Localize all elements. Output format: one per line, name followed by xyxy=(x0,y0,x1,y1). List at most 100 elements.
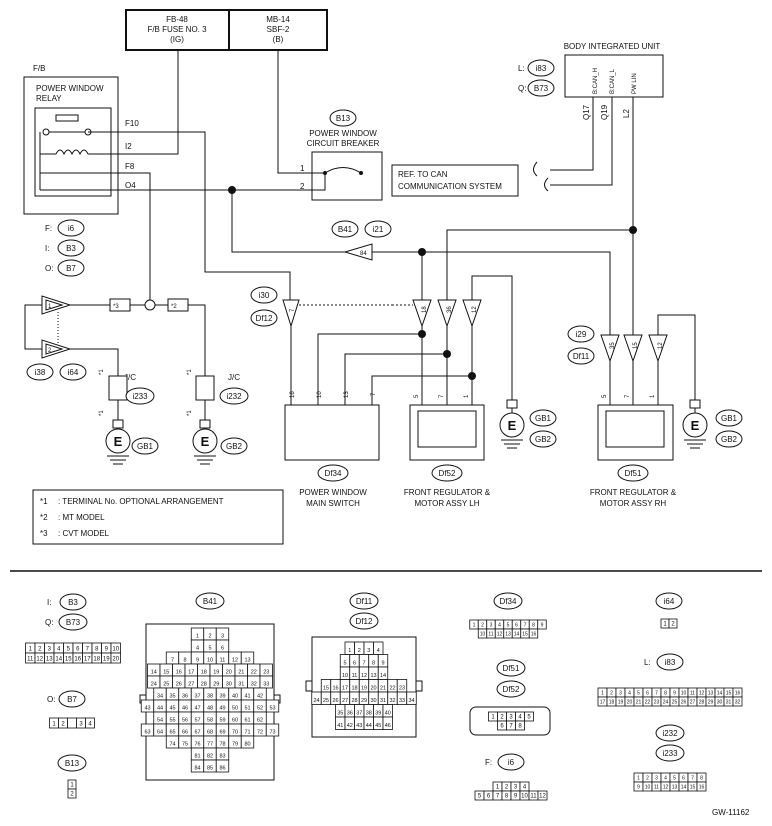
connector-pin-label: 1 xyxy=(70,783,74,789)
connector-pin-label: 33 xyxy=(399,698,405,704)
connector-pin-label: 34 xyxy=(157,694,163,700)
connector-pin-label: 26 xyxy=(332,698,338,704)
connector-pin-label: 2 xyxy=(61,722,65,728)
connector-pin-label: 12 xyxy=(361,673,367,679)
connector-pin-label: 43 xyxy=(144,706,150,712)
connector-pin-label: 18 xyxy=(351,686,357,692)
connector-b41-i21: B41 i21 84 xyxy=(331,220,392,261)
connector-pin-label: 15 xyxy=(323,686,329,692)
connector-pin-label: 5 xyxy=(67,647,71,653)
connector-pin-label: 81 xyxy=(194,754,200,760)
connector-pin-label: 4 xyxy=(498,623,501,629)
connector-pin-label: 14 xyxy=(55,657,62,663)
connector-pin-label: 28 xyxy=(201,682,207,688)
svg-text:10: 10 xyxy=(317,391,323,398)
svg-text:: CVT MODEL: : CVT MODEL xyxy=(58,529,110,538)
connector-pin-label: 20 xyxy=(627,700,633,706)
connector-pin-label: 10 xyxy=(681,691,687,697)
connector-pin-label: 7 xyxy=(655,691,658,697)
connector-pin-cell xyxy=(668,618,678,629)
svg-text:B:CAN_H: B:CAN_H xyxy=(593,68,599,94)
connector-pin-label: 17 xyxy=(188,670,194,676)
connector-pin-label: 16 xyxy=(735,691,741,697)
svg-text:L:: L: xyxy=(644,658,651,667)
svg-text:MAIN SWITCH: MAIN SWITCH xyxy=(306,499,360,508)
connector-pin-label: 56 xyxy=(182,718,188,724)
connector-pin-label: 19 xyxy=(361,686,367,692)
connector-pin-label: 4 xyxy=(57,647,61,653)
connector-pin-label: 78 xyxy=(219,742,225,748)
power-window-main-switch: 16 10 13 7 Df34 POWER WINDOW MAIN SWITCH xyxy=(284,391,380,508)
connector-pin-label: 1 xyxy=(29,647,33,653)
connector-pin-label: 42 xyxy=(347,723,353,729)
svg-text:BODY INTEGRATED UNIT: BODY INTEGRATED UNIT xyxy=(564,42,661,51)
connector-pin-label: 5 xyxy=(673,776,676,782)
svg-text:GB2: GB2 xyxy=(721,435,738,444)
connector-pin-label: 41 xyxy=(337,723,343,729)
svg-text:18: 18 xyxy=(422,306,428,313)
connector-pin-label: 13 xyxy=(244,658,250,664)
connector-pin-label: 3 xyxy=(221,634,224,640)
connector-pin-label: 36 xyxy=(182,694,188,700)
connector-pin-label: 4 xyxy=(664,776,667,782)
connector-pin-label: 20 xyxy=(112,657,119,663)
connector-pin-label: 58 xyxy=(207,718,213,724)
connector-pin-label: 50 xyxy=(232,706,238,712)
connector-pin-label: 77 xyxy=(207,742,213,748)
connector-pin-label: 80 xyxy=(244,742,250,748)
connector-pin-label: 17 xyxy=(84,657,91,663)
connector-pin-label: 85 xyxy=(207,766,213,772)
connector-pin-label: 61 xyxy=(244,718,250,724)
connector-pin-label: 47 xyxy=(194,706,200,712)
connector-lh-pins: 18 36 12 xyxy=(412,299,482,328)
connector-pin-label: 38 xyxy=(366,711,372,717)
notes-legend: *1 : TERMINAL No. OPTIONAL ARRANGEMENT *… xyxy=(32,489,284,545)
svg-text:F8: F8 xyxy=(125,162,135,171)
svg-text:*1: *1 xyxy=(187,410,193,416)
connector-pin-label: 1 xyxy=(601,691,604,697)
connector-pin-label: 4 xyxy=(377,648,380,654)
figure-id: GW-11162 xyxy=(712,808,750,817)
connector-pin-label: 32 xyxy=(735,700,741,706)
svg-text:i233: i233 xyxy=(132,392,148,401)
connector-pin-label: 15 xyxy=(690,785,696,791)
connector-pin-label: 2 xyxy=(505,785,509,791)
connector-pin-label: 5 xyxy=(637,691,640,697)
svg-text:FRONT REGULATOR &: FRONT REGULATOR & xyxy=(404,488,491,497)
connector-pin-label: 36 xyxy=(347,711,353,717)
connector-i29-df11: i29 Df11 35 15 12 xyxy=(567,325,668,365)
connector-pin-label: 5 xyxy=(527,715,531,721)
connector-pin-label: 3 xyxy=(367,648,370,654)
connector-pin-label: 6 xyxy=(500,724,504,730)
svg-text:Q19: Q19 xyxy=(600,104,609,120)
connector-pin-label: 25 xyxy=(163,682,169,688)
svg-text:Df12: Df12 xyxy=(356,617,373,626)
svg-text:*1: *1 xyxy=(40,497,48,506)
connector-pin-label: 26 xyxy=(176,682,182,688)
svg-text:: MT MODEL: : MT MODEL xyxy=(58,513,105,522)
svg-text:5: 5 xyxy=(414,394,420,398)
connector-pin-label: 65 xyxy=(169,730,175,736)
svg-text:i64: i64 xyxy=(68,368,79,377)
svg-text:POWER WINDOW: POWER WINDOW xyxy=(36,84,104,93)
svg-text:Df34: Df34 xyxy=(500,597,517,606)
connector-pin-label: 71 xyxy=(244,730,250,736)
svg-text:i21: i21 xyxy=(373,225,384,234)
junction-connector-2: *1 J/C i232 *1 E GB2 xyxy=(187,369,249,465)
connector-pin-label: 26 xyxy=(681,700,687,706)
connector-pin-label: 22 xyxy=(645,700,651,706)
connector-i30-df12: i30 Df12 7 xyxy=(250,286,300,328)
body-integrated-unit: BODY INTEGRATED UNIT B:CAN_H B:CAN_L PW … xyxy=(518,42,664,98)
connector-pin-label: 37 xyxy=(194,694,200,700)
svg-text:B7: B7 xyxy=(67,695,77,704)
svg-text:*3: *3 xyxy=(113,304,119,310)
connector-pin-label: 49 xyxy=(219,706,225,712)
svg-text:FB-48: FB-48 xyxy=(166,15,188,24)
connector-pin-label: 44 xyxy=(157,706,163,712)
connector-pin-label: 66 xyxy=(182,730,188,736)
connector-pin-label: 72 xyxy=(257,730,263,736)
connector-pin-label: 12 xyxy=(663,785,669,791)
